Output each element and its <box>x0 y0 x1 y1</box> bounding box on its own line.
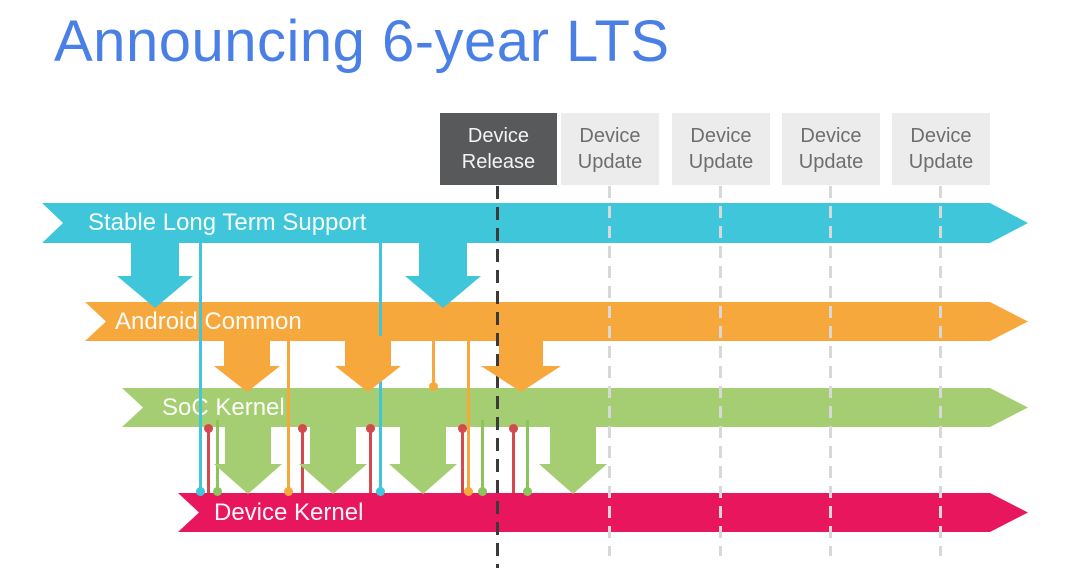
device-update-guide-4 <box>938 186 942 556</box>
commit-dot <box>365 423 375 433</box>
commit-dot <box>212 486 222 496</box>
commit-dot <box>195 486 205 496</box>
commit-line <box>368 428 372 493</box>
commit-dot <box>457 423 467 433</box>
flow-down-arrow <box>214 418 282 494</box>
band-label-android-common: Android Common <box>115 307 302 335</box>
device-update-box-2-label-line2: Update <box>688 151 754 173</box>
commit-dot <box>283 486 293 496</box>
commit-line <box>286 339 290 491</box>
band-label-device-kernel: Device Kernel <box>214 498 364 526</box>
band-soc-kernel: SoC Kernel <box>122 388 1028 427</box>
commit-line <box>198 243 202 491</box>
device-update-box-2-label-line1: Device <box>690 125 752 147</box>
slide-title: Announcing 6-year LTS <box>54 9 670 74</box>
device-release-box-label-line2: Release <box>461 151 536 173</box>
commit-line <box>215 420 219 491</box>
band-label-soc-kernel: SoC Kernel <box>162 393 285 421</box>
commit-line <box>300 428 304 493</box>
commit-line <box>525 420 529 491</box>
commit-dot <box>522 486 532 496</box>
band-device-kernel: Device Kernel <box>178 493 1028 532</box>
device-release-box-label-line1: Device <box>467 125 530 147</box>
band-label-stable-long-term-support: Stable Long Term Support <box>88 209 367 236</box>
device-update-box-3-label-line2: Update <box>798 151 864 173</box>
commit-line <box>466 339 470 491</box>
device-update-box-3-label-line1: Device <box>800 125 862 147</box>
commit-dot <box>508 423 518 433</box>
band-stable-long-term-support: Stable Long Term Support <box>42 203 1028 243</box>
commit-line <box>511 428 515 493</box>
commit-dot <box>428 381 438 391</box>
band-android-common: Android Common <box>85 302 1028 341</box>
commit-dot <box>477 486 487 496</box>
commit-dot <box>463 486 473 496</box>
commit-dot <box>297 423 307 433</box>
flow-down-arrow <box>389 418 457 494</box>
flow-down-arrow <box>117 238 193 308</box>
flow-down-arrow <box>481 336 561 392</box>
flow-down-arrow <box>299 418 367 494</box>
commit-line <box>460 428 464 493</box>
commit-dot <box>203 423 213 433</box>
device-update-box-4-label-line1: Device <box>910 125 972 147</box>
device-update-box-1-label-line1: Device <box>579 125 641 147</box>
commit-line <box>431 339 435 386</box>
flow-down-arrow <box>405 238 481 308</box>
flow-down-arrow <box>335 336 401 392</box>
commit-line <box>378 243 382 491</box>
device-update-guide-1 <box>607 186 611 556</box>
flow-down-arrow <box>214 336 280 392</box>
commit-line <box>480 420 484 491</box>
commit-dot <box>375 486 385 496</box>
device-release-guide <box>495 186 499 568</box>
device-update-guide-2 <box>718 186 722 556</box>
flow-down-arrow <box>539 418 607 494</box>
device-update-box-4-label-line2: Update <box>908 151 974 173</box>
commit-line <box>206 428 210 493</box>
device-update-guide-3 <box>828 186 832 556</box>
device-update-box-1-label-line2: Update <box>577 151 643 173</box>
